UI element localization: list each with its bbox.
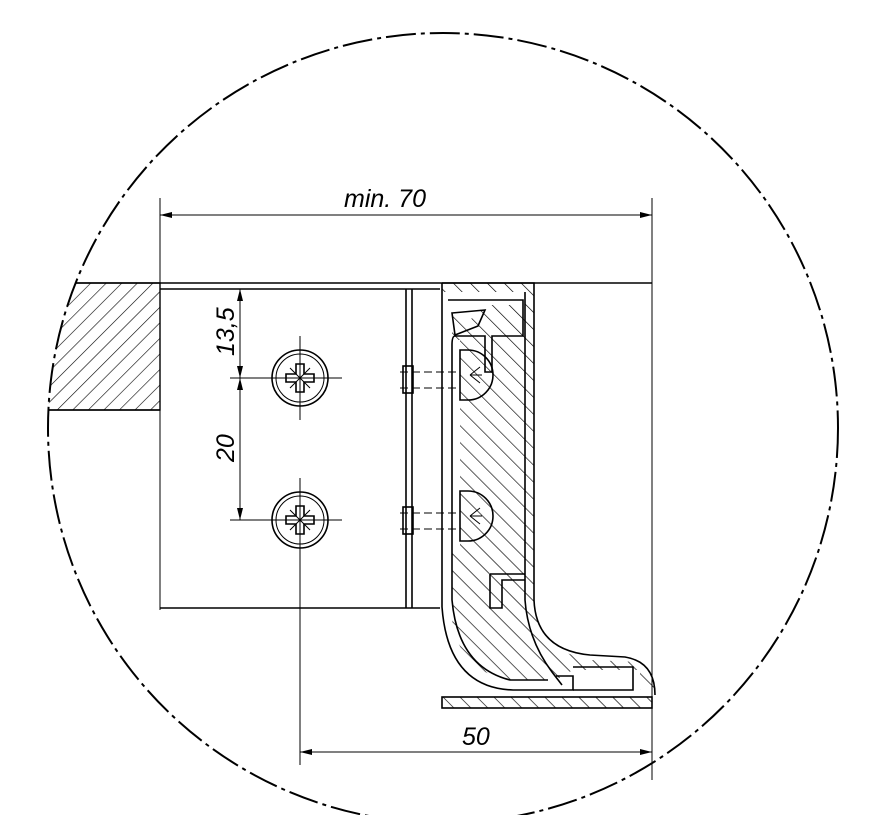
dimension-label-min-70: min. 70	[344, 185, 426, 213]
dimension-label-20: 20	[212, 434, 240, 463]
detail-circle	[47, 32, 839, 815]
aluminium-profile	[441, 282, 656, 709]
screw-bottom	[230, 478, 342, 549]
dimension-label-13-5: 13,5	[212, 307, 240, 356]
mounting-plate	[160, 288, 440, 609]
screw-top	[270, 336, 342, 420]
wall-section	[48, 282, 161, 411]
base-strip	[441, 696, 653, 709]
dimension-label-50: 50	[462, 723, 490, 751]
